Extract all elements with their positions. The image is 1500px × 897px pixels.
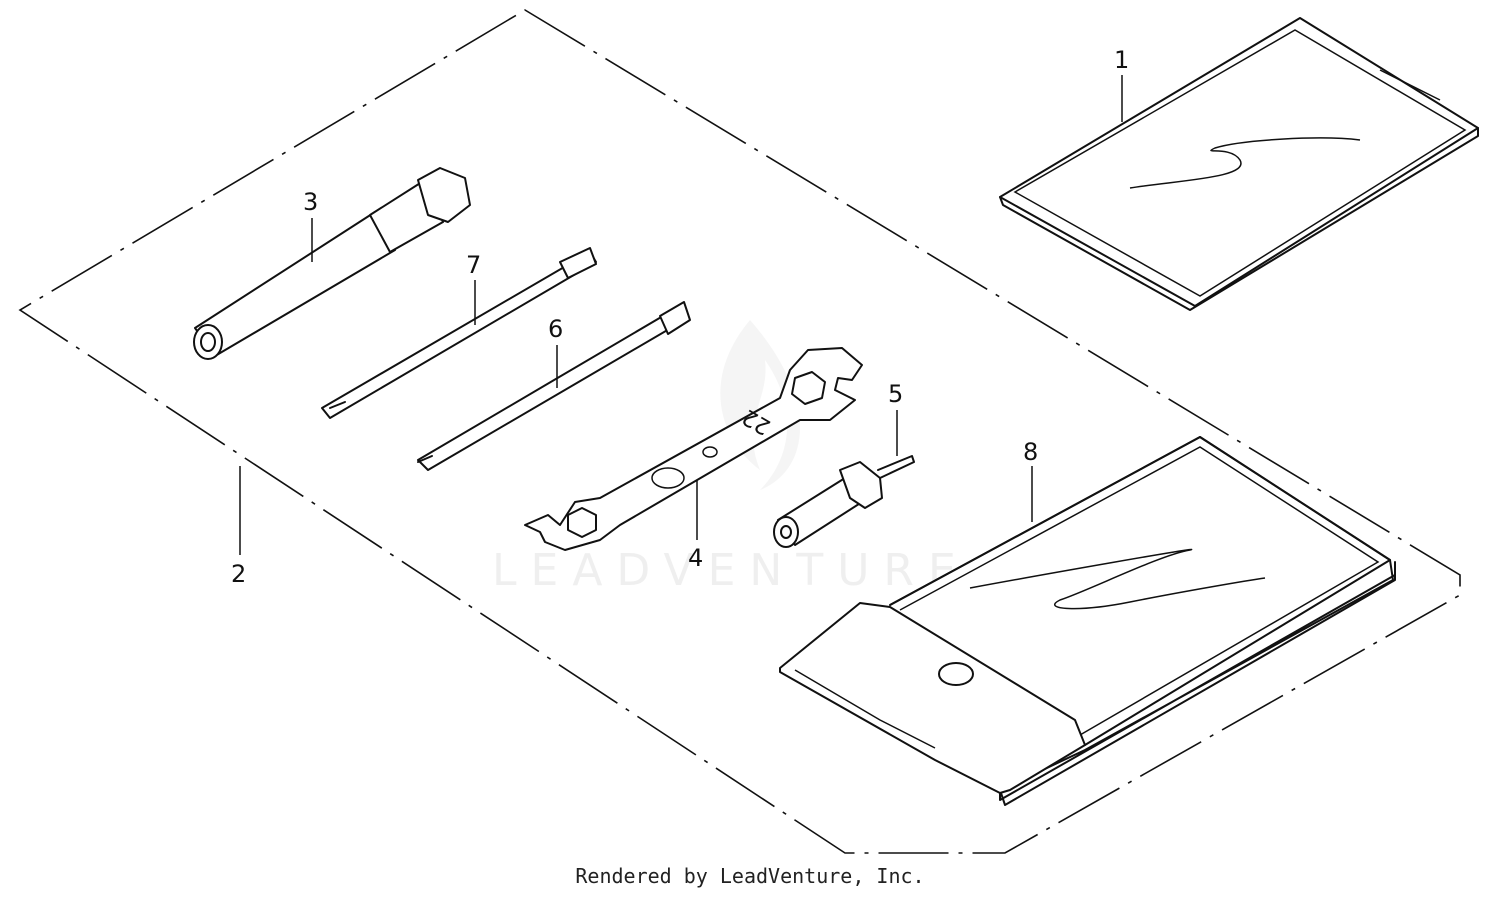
callout-3: 3 — [303, 188, 318, 262]
owners-manual — [999, 17, 1479, 311]
callout-5-label: 5 — [888, 380, 903, 408]
callout-7: 7 — [466, 251, 481, 325]
callout-1: 1 — [1114, 46, 1129, 122]
callout-7-label: 7 — [466, 251, 481, 279]
callout-3-label: 3 — [303, 188, 318, 216]
flat-screwdriver — [321, 247, 597, 419]
spark-plug-socket — [193, 167, 471, 360]
callout-6: 6 — [548, 315, 563, 388]
tool-tray-outline — [18, 9, 1461, 854]
callout-1-label: 1 — [1114, 46, 1129, 74]
callout-8-label: 8 — [1023, 438, 1038, 466]
spoke-tool — [773, 455, 915, 548]
callout-2: 2 — [231, 466, 246, 588]
footer-credit: Rendered by LeadVenture, Inc. — [575, 864, 925, 888]
callout-8: 8 — [1023, 438, 1038, 522]
callout-5: 5 — [888, 380, 903, 456]
callout-4: 4 — [688, 480, 703, 572]
combination-wrench: 22 — [524, 347, 863, 551]
phillips-screwdriver — [417, 301, 691, 471]
watermark-text: LEADVENTURE — [492, 545, 970, 596]
tool-bag — [779, 436, 1396, 806]
callout-6-label: 6 — [548, 315, 563, 343]
callout-4-label: 4 — [688, 544, 703, 572]
callout-2-label: 2 — [231, 560, 246, 588]
